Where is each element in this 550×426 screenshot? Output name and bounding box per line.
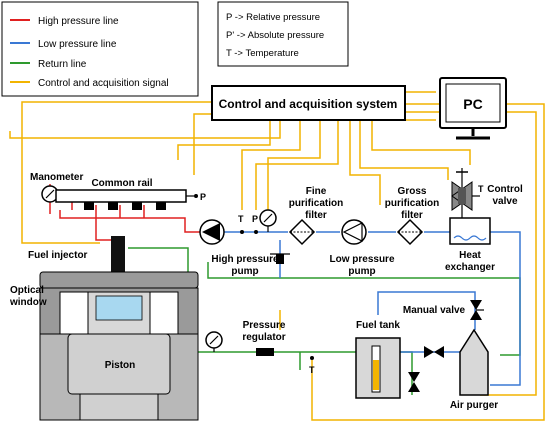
legend-low-pressure-label: Low pressure line: [38, 39, 117, 50]
gross-filter-label-1: Gross: [398, 186, 427, 197]
legend: High pressure line Low pressure line Ret…: [1, 1, 199, 97]
fine-filter-label-3: filter: [305, 210, 327, 221]
pressure-regulator-label-1: Pressure: [243, 320, 286, 331]
fine-filter-label-1: Fine: [306, 186, 327, 197]
fine-filter: Fine purification filter: [289, 186, 343, 246]
pressure-regulator: Pressure regulator T: [205, 320, 315, 375]
manual-valve-label: Manual valve: [403, 305, 466, 316]
fuel-tank: Fuel tank: [355, 320, 444, 399]
piston-label: Piston: [105, 360, 136, 371]
high-pressure-pump-label-1: High pressure: [211, 254, 279, 265]
common-rail-label: Common rail: [91, 178, 152, 189]
hp-temp-tag: T: [238, 214, 244, 224]
high-pressure-pump-label-2: pump: [231, 266, 258, 277]
control-valve-label-2: valve: [492, 196, 517, 207]
optical-window-label-1: Optical: [10, 285, 44, 296]
low-pressure-pump: Low pressure pump: [329, 219, 395, 277]
fine-filter-label-2: purification: [289, 198, 343, 209]
low-pressure-pump-label-2: pump: [348, 266, 375, 277]
optical-window-label-2: window: [9, 297, 47, 308]
manual-valve: Manual valve: [403, 300, 484, 320]
legend-return-label: Return line: [38, 59, 87, 70]
hp-pressure-tag: P: [252, 214, 258, 224]
control-valve-temp-tag: T: [478, 184, 484, 194]
return-temp-tag: T: [309, 365, 315, 375]
air-purger: Air purger: [450, 328, 498, 411]
notation-box: P -> Relative pressure P' -> Absolute pr…: [217, 1, 349, 67]
heat-exchanger-label-1: Heat: [459, 250, 481, 261]
control-valve-label-1: Control: [487, 184, 523, 195]
fuel-tank-label: Fuel tank: [356, 320, 400, 331]
gross-filter: Gross purification filter: [385, 186, 439, 246]
notation-absolute-pressure: P' -> Absolute pressure: [226, 30, 324, 41]
high-pressure-pump: High pressure pump: [199, 219, 279, 277]
gross-filter-label-2: purification: [385, 198, 439, 209]
pc-label: PC: [463, 96, 482, 112]
control-system-label: Control and acquisition system: [219, 97, 398, 111]
legend-signal-label: Control and acquisition signal: [38, 78, 169, 89]
pressure-regulator-label-2: regulator: [242, 332, 285, 343]
notation-temperature: T -> Temperature: [226, 48, 299, 59]
return-valve-hp: [270, 253, 290, 264]
hp-inlet-sensors: T P: [238, 209, 277, 234]
common-rail: Common rail P: [55, 178, 206, 210]
heat-exchanger-label-2: exchanger: [445, 262, 495, 273]
gross-filter-label-3: filter: [401, 210, 423, 221]
heat-exchanger: Heat exchanger: [445, 217, 495, 273]
legend-high-pressure-label: High pressure line: [38, 16, 119, 27]
air-purger-label: Air purger: [450, 400, 498, 411]
manometer: Manometer: [30, 172, 83, 203]
pc-monitor: PC: [439, 77, 507, 140]
control-acquisition-system: Control and acquisition system: [211, 85, 406, 121]
notation-relative-pressure: P -> Relative pressure: [226, 12, 320, 23]
low-pressure-pump-label-1: Low pressure: [329, 254, 394, 265]
manometer-label: Manometer: [30, 172, 83, 183]
fuel-injector-label: Fuel injector: [28, 250, 88, 261]
common-rail-pressure-tag: P: [200, 192, 206, 202]
optical-engine: Piston Optical window: [9, 271, 199, 421]
control-valve: T Control valve: [451, 168, 523, 218]
